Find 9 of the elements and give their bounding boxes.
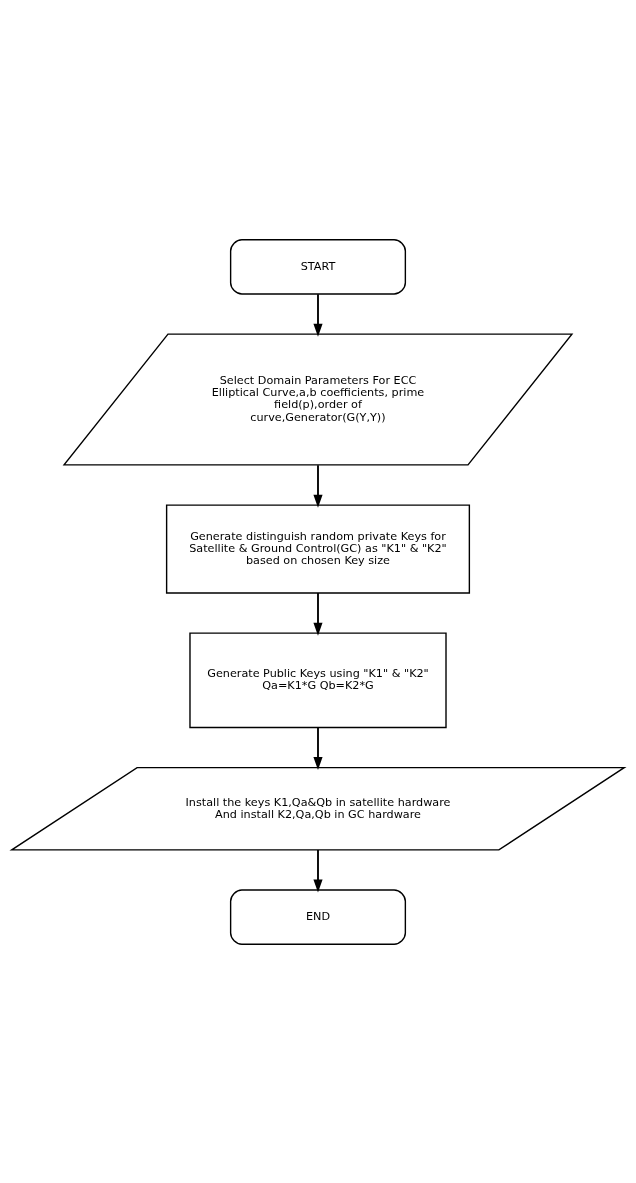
arrow xyxy=(313,591,323,636)
arrow xyxy=(313,848,323,893)
arrow xyxy=(313,292,323,337)
node-box: Generate distinguish random private Keys for Satellite & Ground Control(GC) as "K1" & "K2" based on chosen Key size xyxy=(165,503,471,594)
arrow xyxy=(313,463,323,508)
node-box: END xyxy=(229,888,407,945)
arrow xyxy=(313,726,323,770)
node-box: Generate Public Keys using "K1" & "K2" Qa=K1*G Qb=K2*G xyxy=(189,631,447,728)
node-box: START xyxy=(229,238,407,295)
